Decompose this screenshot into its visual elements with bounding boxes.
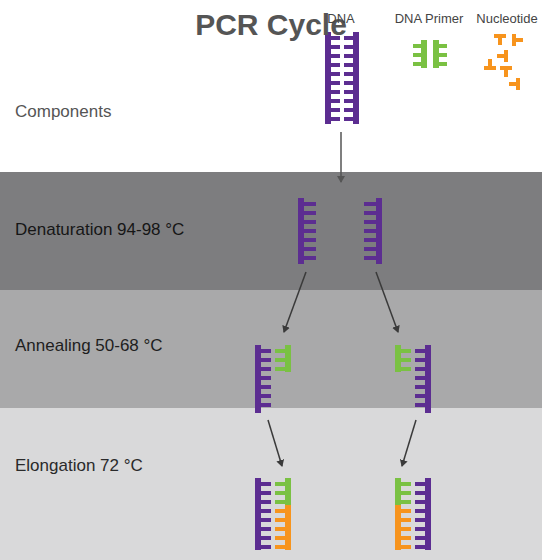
step-label: Elongation 72 °C xyxy=(15,456,143,476)
component-name: DNA xyxy=(327,11,354,26)
nucleotide-icons xyxy=(484,34,523,90)
step-label: Annealing 50-68 °C xyxy=(15,336,163,356)
component-name: DNA Primer xyxy=(395,11,464,26)
component-name: Nucleotide xyxy=(476,11,537,26)
step-band: Denaturation 94-98 °C xyxy=(0,172,542,290)
step-label: Denaturation 94-98 °C xyxy=(15,220,184,240)
row-label: Components xyxy=(15,102,111,122)
